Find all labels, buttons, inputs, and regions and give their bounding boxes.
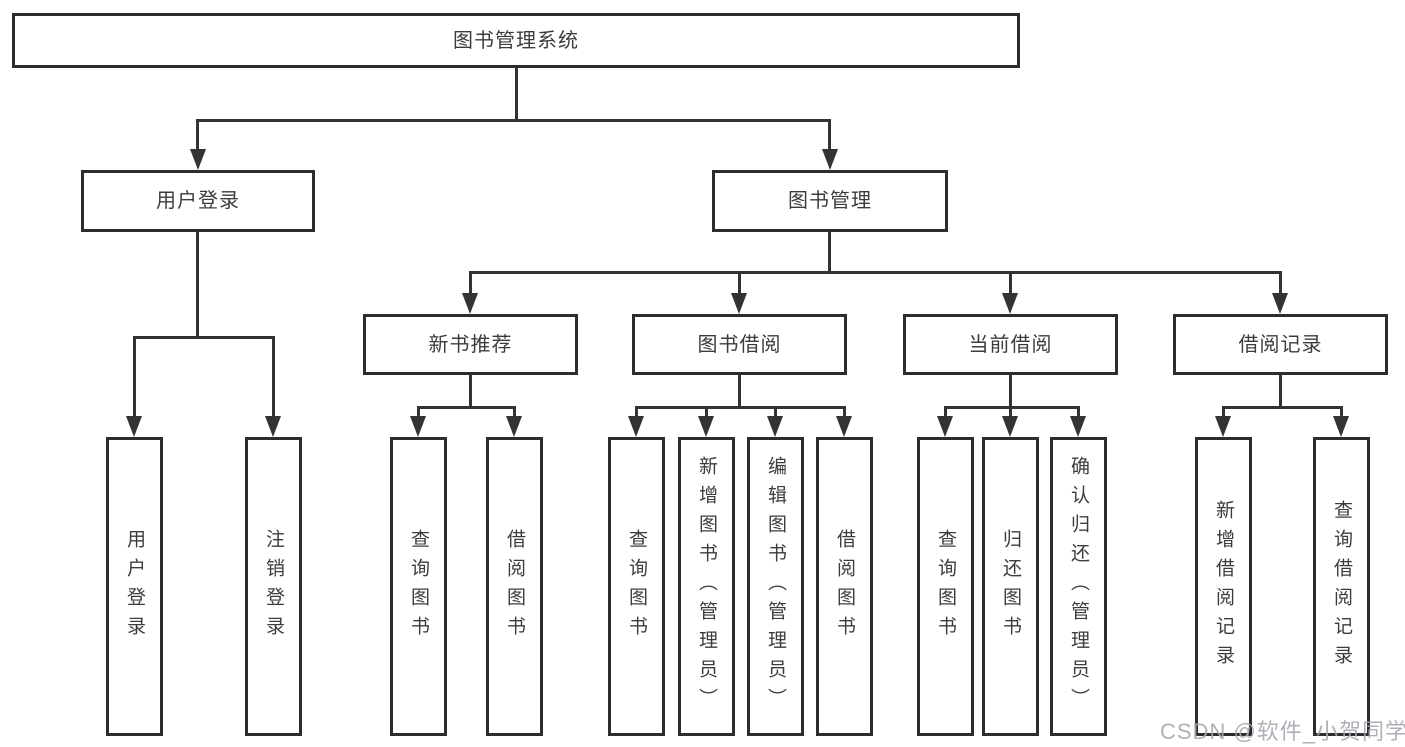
node-borrow-record-label: 借阅记录: [1238, 333, 1323, 356]
connector-line: [828, 119, 831, 152]
connector-line: [774, 406, 777, 420]
arrow-down-icon: [1070, 416, 1086, 437]
connector-line: [944, 406, 947, 420]
arrow-down-icon: [628, 416, 644, 437]
node-current-borrow: 当前借阅: [903, 314, 1118, 375]
arrow-down-icon: [822, 149, 838, 170]
arrow-down-icon: [1002, 416, 1018, 437]
arrow-down-icon: [1002, 293, 1018, 314]
connector-line: [843, 406, 846, 420]
node-root-label: 图书管理系统: [453, 29, 579, 52]
leaf-label: 查询图书: [408, 528, 429, 645]
connector-line: [196, 119, 199, 152]
leaf-label: 用户登录: [124, 528, 145, 645]
connector-line: [705, 406, 708, 420]
leaf-label: 注销登录: [263, 528, 284, 645]
node-new-book-recommend: 新书推荐: [363, 314, 578, 375]
node-borrow-record: 借阅记录: [1173, 314, 1388, 375]
leaf-label: 新增图书（管理员）: [696, 456, 717, 717]
connector-book-mgmt-stub: [828, 232, 831, 274]
leaf-current-confirm-return-admin: 确认归还（管理员）: [1050, 437, 1107, 736]
leaf-label: 借阅图书: [834, 528, 855, 645]
leaf-label: 归还图书: [1000, 528, 1021, 645]
leaf-borrow-query-book: 查询图书: [608, 437, 665, 736]
connector-line: [272, 336, 275, 420]
connector-line: [738, 271, 741, 296]
arrow-down-icon: [190, 149, 206, 170]
node-book-borrow-label: 图书借阅: [697, 333, 782, 356]
leaf-label: 新增借阅记录: [1213, 499, 1234, 674]
connector-groupC-bus: [944, 406, 1080, 409]
node-root-library-system: 图书管理系统: [12, 13, 1020, 68]
connector-line: [1077, 406, 1080, 420]
arrow-down-icon: [1215, 416, 1231, 437]
connector-groupC-stub: [1009, 375, 1012, 409]
arrow-down-icon: [1333, 416, 1349, 437]
leaf-user-login: 用户登录: [106, 437, 163, 736]
arrow-down-icon: [937, 416, 953, 437]
leaf-label: 查询图书: [626, 528, 647, 645]
arrow-down-icon: [410, 416, 426, 437]
leaf-current-query-book: 查询图书: [917, 437, 974, 736]
leaf-record-add-borrow-record: 新增借阅记录: [1195, 437, 1252, 736]
connector-user-login-stub: [196, 232, 199, 339]
leaf-recommend-query-book: 查询图书: [390, 437, 447, 736]
connector-groupB-stub: [738, 375, 741, 409]
node-user-login: 用户登录: [81, 170, 315, 232]
node-new-book-recommend-label: 新书推荐: [428, 333, 513, 356]
connector-line: [1222, 406, 1225, 420]
node-book-management: 图书管理: [712, 170, 948, 232]
connector-line: [1009, 271, 1012, 296]
leaf-logout: 注销登录: [245, 437, 302, 736]
leaf-current-return-book: 归还图书: [982, 437, 1039, 736]
arrow-down-icon: [698, 416, 714, 437]
connector-root-bus: [197, 119, 830, 122]
leaf-recommend-borrow-book: 借阅图书: [486, 437, 543, 736]
connector-line: [417, 406, 420, 420]
leaf-record-query-borrow-record: 查询借阅记录: [1313, 437, 1370, 736]
connector-groupB-bus: [635, 406, 846, 409]
connector-line: [133, 336, 136, 420]
node-current-borrow-label: 当前借阅: [968, 333, 1053, 356]
connector-groupD-stub: [1279, 375, 1282, 409]
leaf-borrow-borrow-book: 借阅图书: [816, 437, 873, 736]
arrow-down-icon: [126, 416, 142, 437]
leaf-label: 查询借阅记录: [1331, 499, 1352, 674]
leaf-borrow-add-book-admin: 新增图书（管理员）: [678, 437, 735, 736]
connector-line: [635, 406, 638, 420]
connector-line: [1009, 406, 1012, 420]
connector-groupA-bus: [417, 406, 516, 409]
arrow-down-icon: [506, 416, 522, 437]
connector-groupA-stub: [469, 375, 472, 409]
leaf-label: 借阅图书: [504, 528, 525, 645]
arrow-down-icon: [767, 416, 783, 437]
node-user-login-label: 用户登录: [156, 190, 240, 212]
connector-line: [1279, 271, 1282, 296]
arrow-down-icon: [265, 416, 281, 437]
node-book-management-label: 图书管理: [788, 190, 872, 212]
leaf-label: 查询图书: [935, 528, 956, 645]
connector-line: [513, 406, 516, 420]
arrow-down-icon: [731, 293, 747, 314]
arrow-down-icon: [836, 416, 852, 437]
connector-line: [469, 271, 472, 296]
leaf-label: 编辑图书（管理员）: [765, 456, 786, 717]
csdn-watermark: CSDN @软件_小贺同学: [1160, 719, 1405, 744]
connector-root-stub: [515, 68, 518, 122]
connector-book-mgmt-bus: [469, 271, 1282, 274]
connector-user-login-bus: [133, 336, 275, 339]
arrow-down-icon: [462, 293, 478, 314]
leaf-borrow-edit-book-admin: 编辑图书（管理员）: [747, 437, 804, 736]
connector-line: [1340, 406, 1343, 420]
node-book-borrow: 图书借阅: [632, 314, 847, 375]
connector-groupD-bus: [1222, 406, 1343, 409]
arrow-down-icon: [1272, 293, 1288, 314]
leaf-label: 确认归还（管理员）: [1068, 456, 1089, 717]
